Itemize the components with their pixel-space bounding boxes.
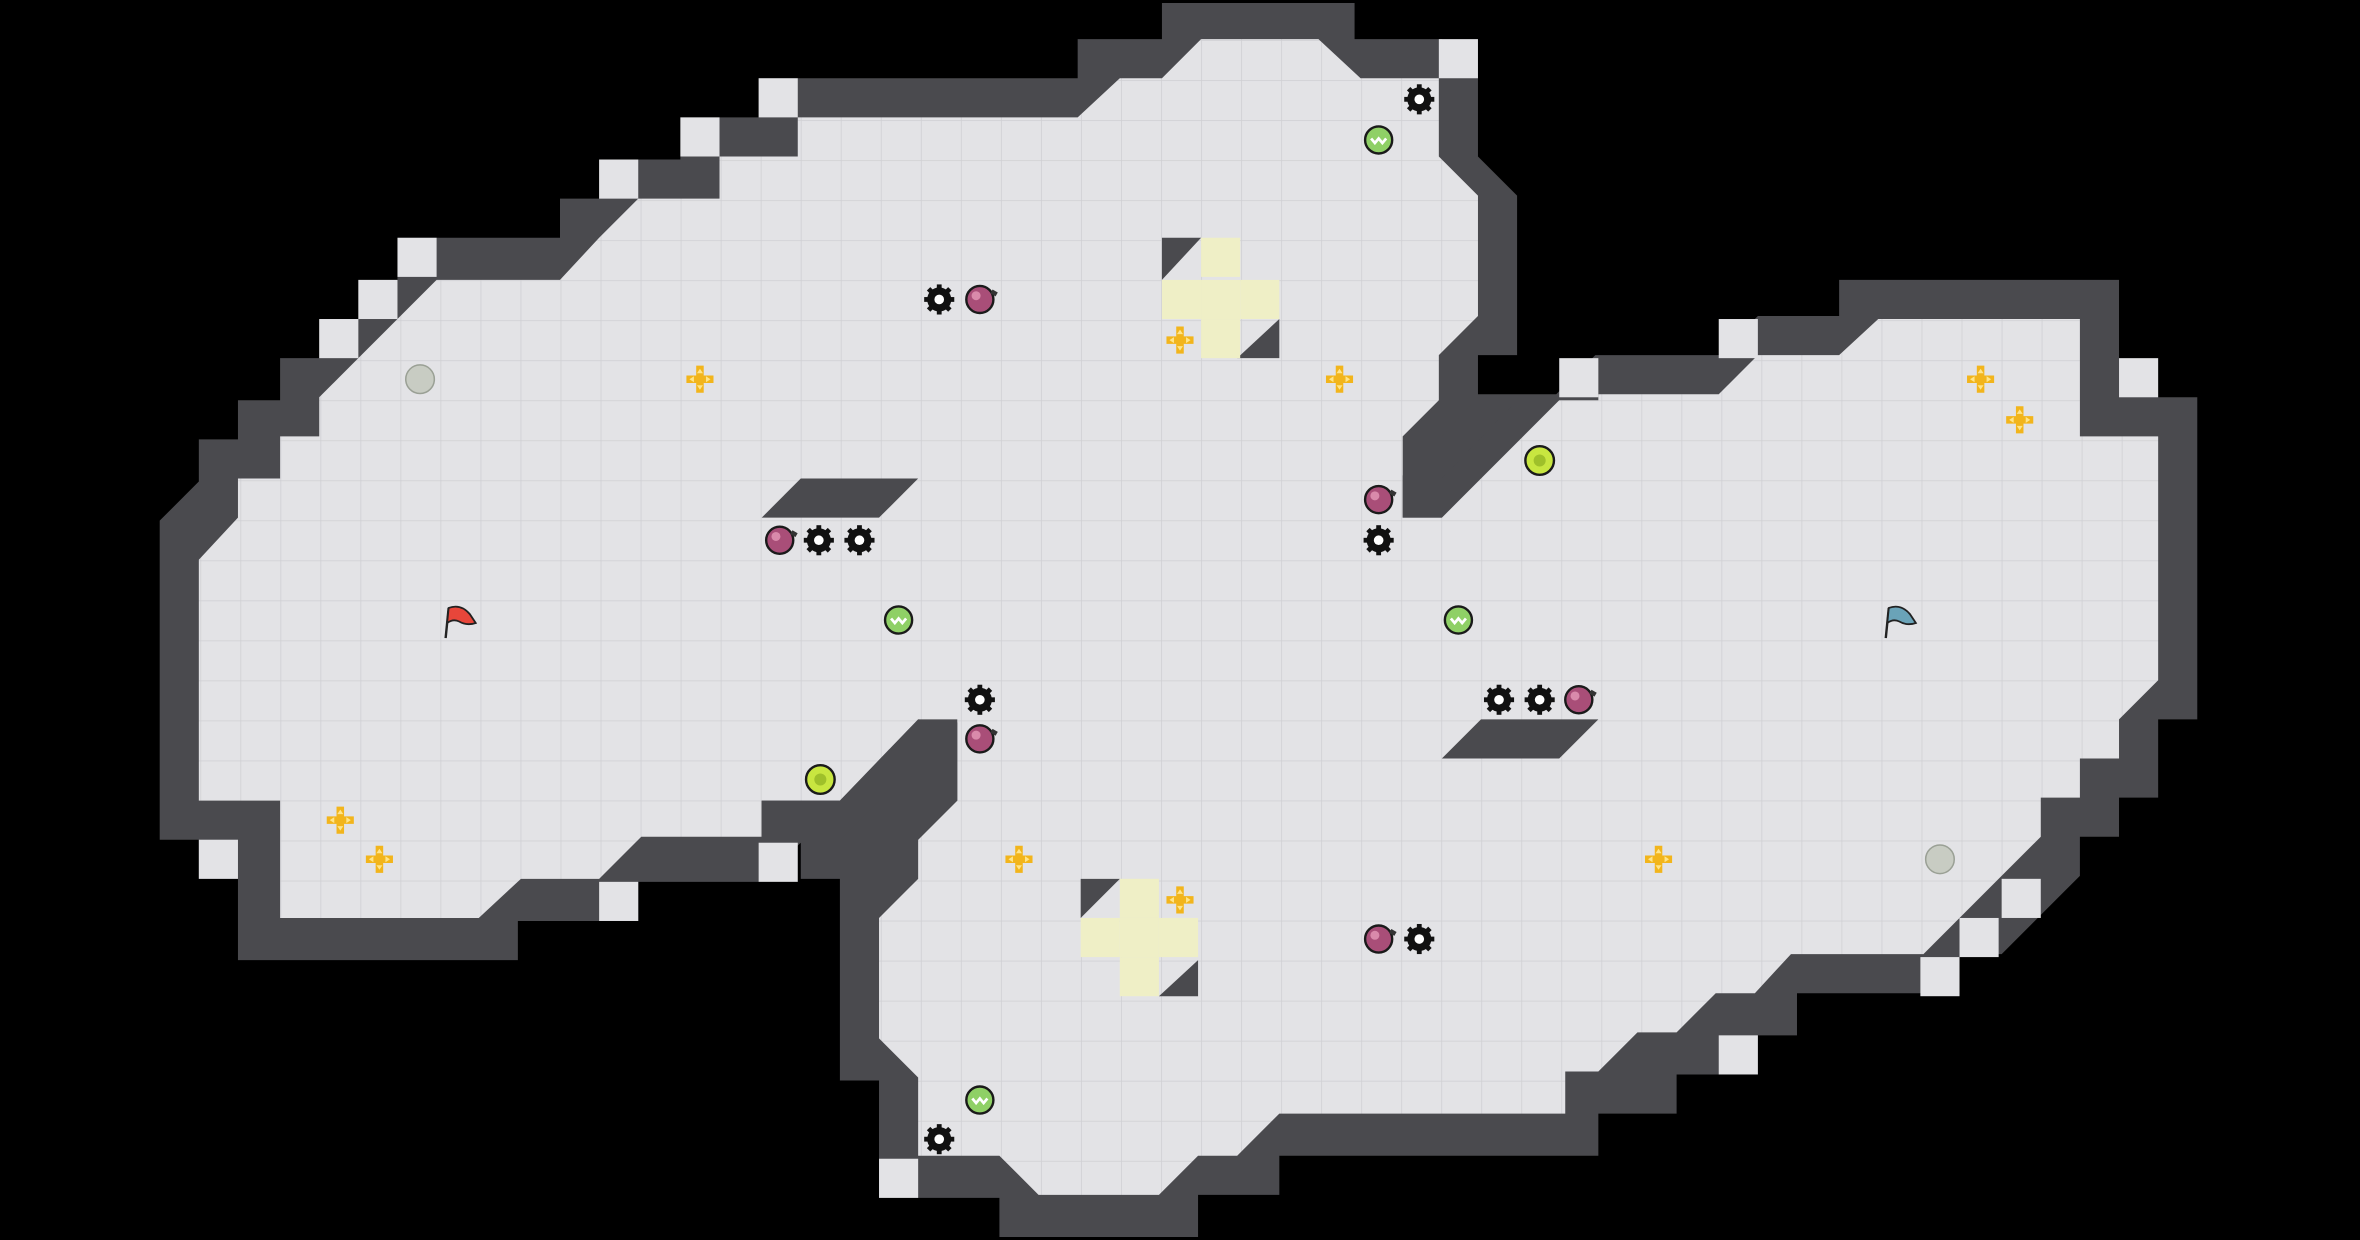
spike-icon-10 — [1363, 525, 1394, 556]
powerup-icon-15 — [1443, 605, 1474, 635]
spike-icon-2 — [924, 284, 955, 315]
button-icon-8 — [1524, 444, 1556, 476]
spike-icon-12 — [803, 525, 834, 556]
spike-icon-16 — [964, 684, 995, 715]
spike-icon-31 — [924, 1124, 955, 1155]
spike-icon-0 — [1404, 84, 1435, 115]
spike-icon-13 — [844, 525, 875, 556]
spike-icon-18 — [1483, 684, 1515, 715]
powerup-icon-14 — [883, 605, 914, 635]
spike-icon-29 — [1404, 923, 1435, 955]
powerup-icon-1 — [1363, 125, 1394, 155]
button-icon-21 — [804, 764, 836, 796]
arena-floor — [198, 39, 2159, 1198]
portal-icon-26 — [1924, 844, 1955, 875]
blue-flag-icon — [1884, 605, 1918, 639]
red-flag-icon — [444, 605, 478, 639]
powerup-icon-30 — [964, 1085, 995, 1115]
spike-icon-19 — [1524, 684, 1555, 715]
portal-icon-7 — [405, 364, 436, 395]
yellow-zones — [1080, 237, 1280, 997]
